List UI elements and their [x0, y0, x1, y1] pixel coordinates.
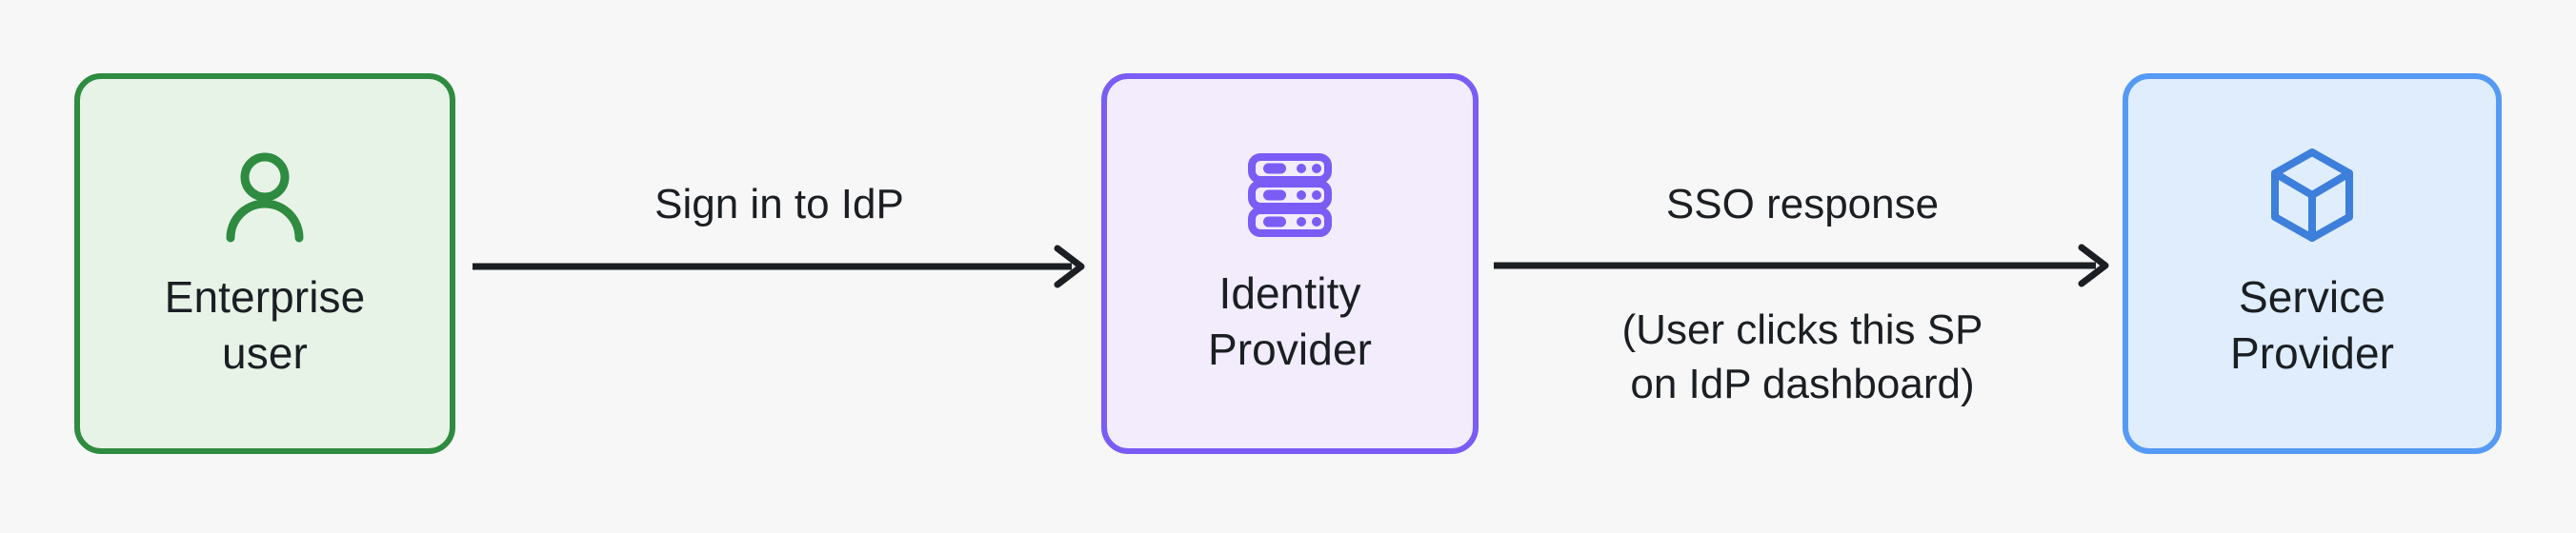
cube-icon: [2265, 146, 2359, 245]
node-identity-provider[interactable]: Identity Provider: [1101, 73, 1479, 454]
node-enterprise-user-label: Enterprise user: [164, 272, 366, 378]
node-identity-provider-label: Identity Provider: [1207, 268, 1373, 374]
node-enterprise-user[interactable]: Enterprise user: [74, 73, 455, 454]
edge-idp-to-sp-label: SSO response: [1665, 181, 1940, 227]
edge-user-to-idp-arrow: [467, 243, 1092, 290]
node-service-provider-label: Service Provider: [2229, 272, 2395, 378]
edge-idp-to-sp-arrow: [1488, 242, 2117, 289]
server-rack-icon: [1244, 149, 1336, 241]
node-service-provider[interactable]: Service Provider: [2123, 73, 2502, 454]
edge-idp-to-sp-note: (User clicks this SP on IdP dashboard): [1621, 306, 1983, 408]
person-icon: [215, 146, 314, 245]
edge-user-to-idp-label: Sign in to IdP: [654, 181, 904, 227]
